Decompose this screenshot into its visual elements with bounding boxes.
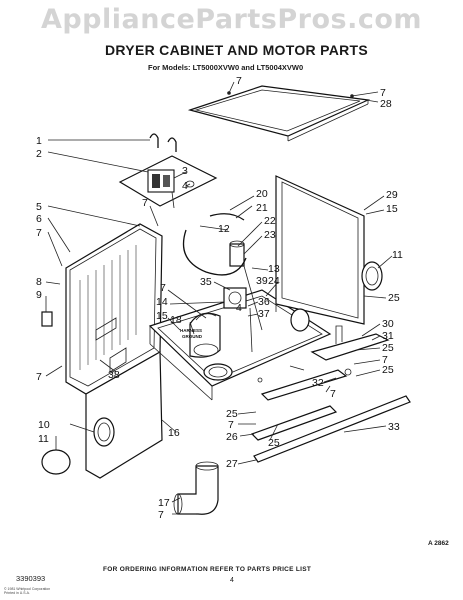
callout-7: 7 [228, 419, 234, 431]
callout-30: 30 [382, 318, 394, 330]
callout-7: 7 [380, 87, 386, 99]
callout-7: 7 [36, 227, 42, 239]
ordering-note: FOR ORDERING INFORMATION REFER TO PARTS … [103, 566, 312, 573]
callout-12: 12 [218, 223, 230, 235]
callout-4: 4 [236, 302, 242, 314]
callout-15: 15 [386, 203, 398, 215]
motor-switch-bracket [118, 133, 218, 209]
callout-20: 20 [256, 188, 268, 200]
rear-panel [275, 175, 383, 332]
callout-25: 25 [388, 292, 400, 304]
cabinet-base [148, 289, 332, 401]
copyright-line: © 1981 Whirlpool Corporation [4, 587, 51, 591]
idler-rails [250, 325, 411, 463]
callout-33: 33 [388, 421, 400, 433]
exhaust-elbow [173, 461, 219, 515]
harness-label: HARNESS [180, 328, 202, 333]
page-number: 4 [230, 577, 234, 584]
callout-2: 2 [36, 148, 42, 160]
callout-7: 7 [36, 371, 42, 383]
callout-9: 9 [36, 289, 42, 301]
callout-8: 8 [36, 276, 42, 288]
illustration-code: A 2862 [428, 540, 449, 547]
callout-10: 10 [38, 419, 50, 431]
callout-7: 7 [330, 388, 336, 400]
callout-7: 7 [236, 75, 242, 87]
top-panel [187, 85, 371, 142]
callout-22: 22 [264, 215, 276, 227]
callout-32: 32 [312, 377, 324, 389]
callout-31: 31 [382, 330, 394, 342]
callout-29: 29 [386, 189, 398, 201]
model-numbers: For Models: LT5000XVW0 and LT5004XVW0 [148, 63, 304, 72]
callout-11: 11 [392, 249, 403, 261]
callout-17: 17 [158, 497, 170, 509]
callout-25: 25 [382, 364, 394, 376]
callout-18: 18 [170, 314, 182, 326]
printed-line: Printed in U.S.A. [4, 591, 30, 595]
callout-38: 38 [108, 369, 120, 381]
callout-7: 7 [142, 197, 148, 209]
callout-1: 1 [36, 135, 42, 147]
blower-duct [189, 312, 221, 358]
callout-5: 5 [36, 201, 42, 213]
ground-label: GROUND [182, 334, 203, 339]
callout-11: 11 [38, 433, 49, 445]
left-side-panel [41, 223, 163, 395]
callout-23: 23 [264, 229, 276, 241]
harness-ground-label: HARNESS GROUND [180, 328, 203, 339]
callout-15: 15 [156, 310, 168, 322]
callout-13: 13 [268, 263, 280, 275]
callout-28: 28 [380, 98, 392, 110]
watermark: AppliancePartsPros.com [40, 4, 423, 35]
motor-assembly [182, 213, 263, 353]
callout-25: 25 [268, 437, 280, 449]
callout-7: 7 [158, 509, 164, 521]
callout-numbers: 7 7 28 1 2 3 4 5 6 7 7 20 21 12 22 23 29… [36, 75, 403, 521]
callout-27: 27 [226, 458, 238, 470]
callout-25: 25 [226, 408, 238, 420]
callout-7: 7 [160, 282, 166, 294]
callout-3: 3 [182, 165, 188, 177]
leader-lines [45, 81, 393, 515]
part-number: 3390393 [16, 574, 46, 583]
callout-7: 7 [382, 354, 388, 366]
callout-6: 6 [36, 213, 42, 225]
copyright-notice: © 1981 Whirlpool Corporation Printed in … [4, 587, 84, 595]
callout-4: 4 [182, 180, 188, 192]
callout-14: 14 [156, 296, 168, 308]
callout-25: 25 [382, 342, 394, 354]
callout-16: 16 [168, 427, 180, 439]
front-panel [41, 350, 163, 479]
page-title: DRYER CABINET AND MOTOR PARTS [105, 42, 369, 58]
callout-37: 37 [258, 308, 270, 320]
callout-24: 24 [268, 275, 280, 287]
callout-21: 21 [256, 202, 268, 214]
callout-35: 35 [200, 276, 212, 288]
callout-26: 26 [226, 431, 238, 443]
callout-39: 39 [256, 275, 268, 287]
callout-36: 36 [258, 296, 270, 308]
